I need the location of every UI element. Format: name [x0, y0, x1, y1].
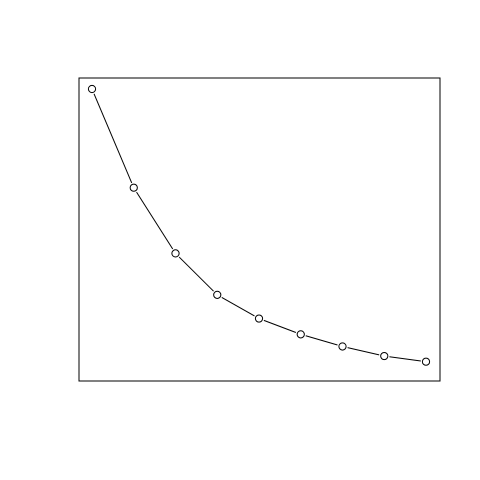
data-point [296, 330, 305, 339]
data-point [254, 314, 264, 323]
data-point [87, 84, 97, 94]
series-line-segment [93, 93, 133, 184]
data-point [171, 249, 180, 258]
series-line-segment [305, 335, 338, 346]
data-point [338, 342, 347, 351]
plot-frame [78, 77, 441, 382]
series-line-segment [263, 319, 297, 333]
series-group [87, 84, 431, 366]
data-point [213, 290, 222, 299]
data-point [129, 183, 138, 192]
series-line-segment [347, 347, 380, 356]
data-point [380, 351, 389, 361]
series-line-segment [178, 256, 214, 292]
series-line-segment [389, 356, 421, 362]
data-point [421, 357, 431, 366]
series-line-segment [136, 191, 174, 250]
series-line-segment [221, 296, 255, 317]
